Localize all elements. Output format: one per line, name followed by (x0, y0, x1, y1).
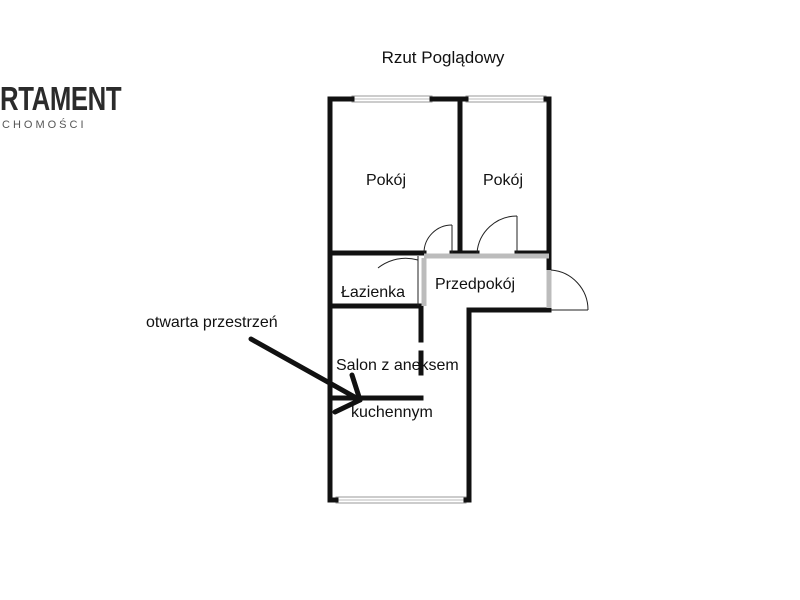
company-logo: RTAMENT (0, 80, 122, 117)
room-label-hall: Przedpokój (435, 276, 515, 293)
annotation-arrow (248, 336, 363, 415)
door-bathroom (377, 256, 419, 306)
door-entrance (550, 269, 589, 311)
room-label-bathroom: Łazienka (341, 284, 405, 301)
window-bottom (335, 496, 467, 504)
window-top-left (351, 95, 433, 103)
annotation-label: otwarta przestrzeń (146, 314, 278, 331)
plan-title: Rzut Poglądowy (382, 48, 505, 67)
company-logo-tagline: CHOMOŚCI (2, 119, 87, 131)
partial-walls (421, 253, 552, 308)
door-room-right (476, 215, 518, 254)
window-top-right (465, 95, 547, 103)
walls (327, 96, 552, 503)
room-label-living-2: kuchennym (351, 404, 433, 421)
room-label-left: Pokój (366, 172, 406, 189)
room-label-living-1: Salon z aneksem (336, 357, 459, 374)
room-label-right: Pokój (483, 172, 523, 189)
door-room-left (423, 224, 453, 254)
